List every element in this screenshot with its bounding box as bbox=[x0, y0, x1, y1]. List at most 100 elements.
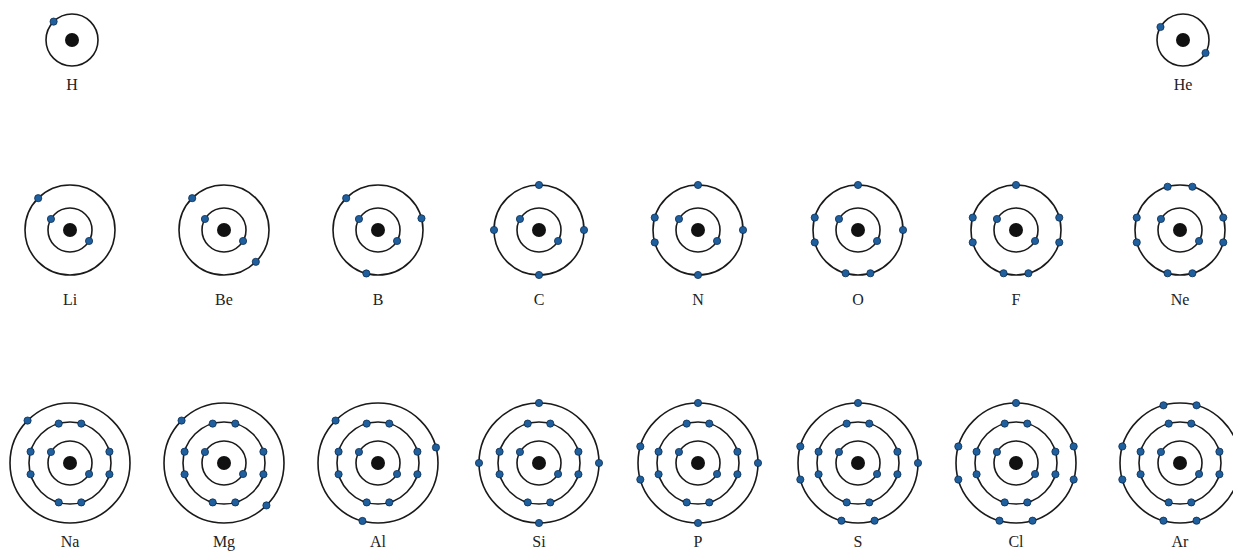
nucleus bbox=[691, 456, 705, 470]
electron bbox=[651, 214, 658, 221]
element-symbol: O bbox=[852, 291, 864, 309]
electron bbox=[838, 517, 845, 524]
electron bbox=[239, 470, 246, 477]
electron-shell bbox=[48, 441, 92, 485]
electron-shell bbox=[1158, 441, 1202, 485]
electron bbox=[252, 258, 259, 265]
electron bbox=[27, 448, 34, 455]
electron bbox=[739, 226, 746, 233]
electron bbox=[1189, 270, 1196, 277]
electron-shell bbox=[994, 441, 1038, 485]
electron bbox=[1193, 402, 1200, 409]
electron-shell bbox=[836, 441, 880, 485]
nucleus bbox=[63, 456, 77, 470]
electron bbox=[335, 471, 342, 478]
electron bbox=[490, 226, 497, 233]
electron bbox=[332, 417, 339, 424]
electron bbox=[1164, 183, 1171, 190]
electron bbox=[1157, 215, 1164, 222]
electron bbox=[866, 499, 873, 506]
electron bbox=[418, 215, 425, 222]
electron bbox=[842, 270, 849, 277]
bohr-atom bbox=[25, 185, 115, 275]
electron bbox=[386, 499, 393, 506]
bohr-atom bbox=[10, 403, 130, 523]
bohr-atom bbox=[46, 14, 98, 66]
electron bbox=[414, 448, 421, 455]
electron bbox=[50, 18, 57, 25]
electron bbox=[1160, 517, 1167, 524]
bohr-atom bbox=[637, 399, 762, 526]
bohr-atom bbox=[490, 181, 587, 278]
electron bbox=[363, 270, 370, 277]
electron bbox=[973, 448, 980, 455]
electron bbox=[1157, 448, 1164, 455]
electron-shell bbox=[657, 422, 739, 504]
electron bbox=[1056, 214, 1063, 221]
electron bbox=[47, 448, 54, 455]
electron-shell bbox=[1158, 208, 1202, 252]
electron bbox=[181, 448, 188, 455]
electron bbox=[1056, 239, 1063, 246]
bohr-atom bbox=[475, 399, 602, 526]
electron bbox=[835, 448, 842, 455]
electron bbox=[1164, 270, 1171, 277]
nucleus bbox=[1173, 223, 1187, 237]
nucleus bbox=[371, 223, 385, 237]
electron bbox=[993, 448, 1000, 455]
electron bbox=[263, 502, 270, 509]
electron-shell bbox=[956, 403, 1076, 523]
electron bbox=[1216, 448, 1223, 455]
bohr-atom bbox=[811, 181, 906, 276]
electron bbox=[815, 471, 822, 478]
electron bbox=[335, 448, 342, 455]
electron bbox=[706, 420, 713, 427]
electron-shell bbox=[1135, 185, 1225, 275]
electron bbox=[393, 237, 400, 244]
electron bbox=[1070, 476, 1077, 483]
electron bbox=[1001, 420, 1008, 427]
electron bbox=[516, 215, 523, 222]
electron bbox=[475, 459, 482, 466]
electron bbox=[535, 399, 542, 406]
electron-shell bbox=[25, 185, 115, 275]
bohr-atom bbox=[318, 403, 440, 525]
electron-shell bbox=[676, 441, 720, 485]
electron-shell bbox=[994, 208, 1038, 252]
electron bbox=[1119, 476, 1126, 483]
electron bbox=[209, 420, 216, 427]
electron bbox=[734, 448, 741, 455]
electron bbox=[899, 226, 906, 233]
electron bbox=[1031, 470, 1038, 477]
electron bbox=[1202, 49, 1209, 56]
electron bbox=[854, 181, 861, 188]
electron-shell bbox=[356, 208, 400, 252]
electron bbox=[993, 215, 1000, 222]
element-symbol: Mg bbox=[213, 533, 235, 551]
electron bbox=[1220, 239, 1227, 246]
electron bbox=[811, 214, 818, 221]
element-symbol: Si bbox=[532, 533, 545, 551]
electron-shell bbox=[356, 441, 400, 485]
electron bbox=[955, 443, 962, 450]
electron-shell bbox=[975, 422, 1057, 504]
electron bbox=[1189, 183, 1196, 190]
electron bbox=[232, 420, 239, 427]
electron bbox=[1195, 470, 1202, 477]
electron-shell bbox=[318, 403, 438, 523]
electron bbox=[1052, 448, 1059, 455]
electron bbox=[1157, 23, 1164, 30]
electron bbox=[496, 448, 503, 455]
electron-shell bbox=[333, 185, 423, 275]
electron bbox=[871, 517, 878, 524]
electron bbox=[35, 195, 42, 202]
electron bbox=[524, 420, 531, 427]
electron bbox=[843, 499, 850, 506]
nucleus bbox=[532, 456, 546, 470]
electron bbox=[363, 499, 370, 506]
electron-shell bbox=[971, 185, 1061, 275]
element-symbol: F bbox=[1012, 291, 1021, 309]
electron-shell bbox=[1157, 14, 1209, 66]
element-symbol: P bbox=[694, 533, 703, 551]
electron bbox=[260, 471, 267, 478]
